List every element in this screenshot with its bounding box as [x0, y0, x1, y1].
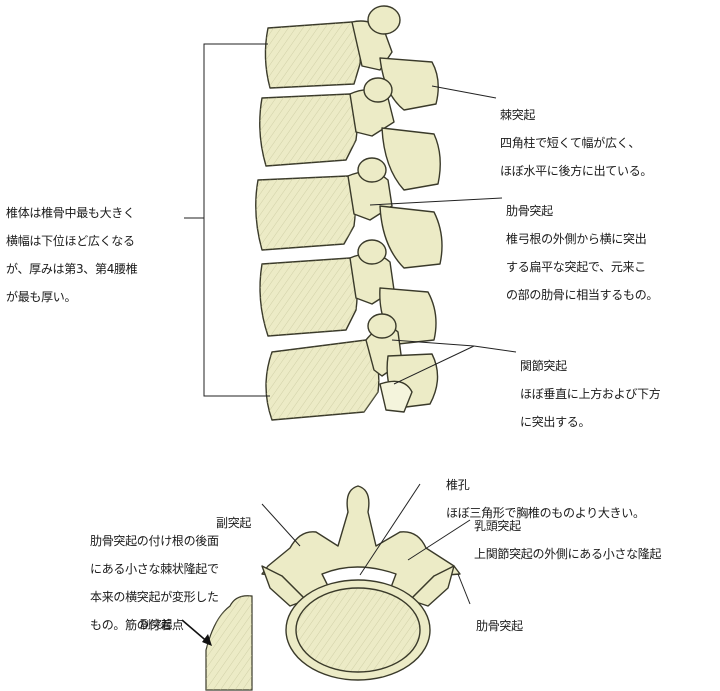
vertebra-l4	[259, 239, 437, 345]
vertebral-body-note: 椎体は椎骨中最も大きく 横幅は下位ほど広くなる が、厚みは第3、第4腰椎 が最も…	[6, 206, 138, 304]
spinous-process-label: 棘突起 四角柱で短くて幅が広く、 ほぼ水平に後方に出ている。	[500, 108, 653, 178]
superior-costal-process-label: 肋骨突起	[476, 619, 523, 633]
vertebra-l5	[265, 313, 439, 421]
vertebra-l3	[255, 157, 443, 269]
lateral-spine-illustration	[255, 5, 443, 421]
accessory-process-title: 副突起	[216, 516, 252, 530]
superior-leader-lines	[261, 483, 471, 605]
superior-view-illustration	[261, 485, 461, 681]
costal-process-label: 肋骨突起 椎弓根の外側から横に突出 する扁平な突起で、元来こ の部の肋骨に相当す…	[506, 204, 659, 302]
vertebral-foramen-label: 椎孔 ほぼ三角形で胸椎のものより大きい。	[446, 478, 645, 520]
mammillary-process-label: 乳頭突起 上関節突起の外側にある小さな隆起	[474, 519, 662, 561]
vertebra-l2	[259, 77, 441, 191]
body-bracket	[184, 43, 270, 397]
inset-accessory-label: 副突起	[140, 618, 173, 631]
articular-process-label: 関節突起 ほぼ垂直に上方および下方 に突出する。	[520, 359, 661, 429]
lateral-leader-lines	[369, 85, 517, 385]
accessory-process-inset	[181, 595, 253, 691]
accessory-process-desc: 肋骨突起の付け根の後面 にある小さな棘状隆起で 本来の横突起が変形した もの。筋…	[90, 534, 219, 632]
